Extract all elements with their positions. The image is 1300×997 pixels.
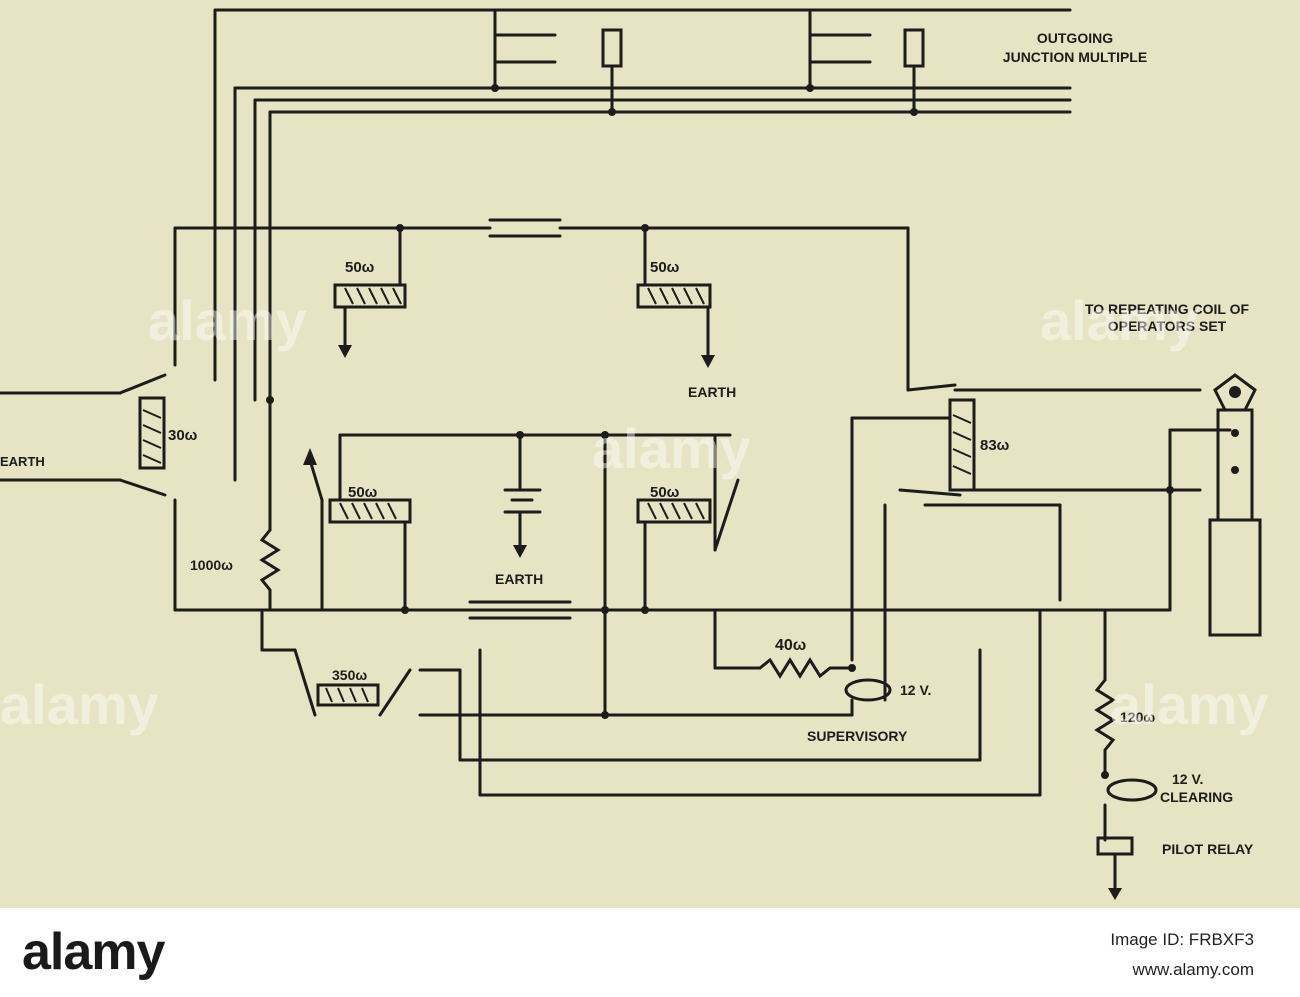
image-id-text: Image ID: FRBXF3	[1110, 930, 1254, 949]
site-url-text: www.alamy.com	[1132, 960, 1254, 979]
pilot-relay-label: PILOT RELAY	[1162, 841, 1254, 857]
repeating-coil-label-line2: OPERATORS SET	[1108, 318, 1227, 334]
resistance-350: 350ω	[332, 667, 367, 683]
resistance-30: 30ω	[168, 427, 198, 444]
outgoing-label-line2: JUNCTION MULTIPLE	[1003, 49, 1147, 65]
watermark-4: alamy	[0, 673, 159, 736]
earth-label-left: EARTH	[0, 454, 45, 469]
outgoing-label-line1: OUTGOING	[1037, 30, 1113, 46]
resistance-40: 40ω	[775, 637, 806, 654]
repeating-coil-label-line1: TO REPEATING COIL OF	[1085, 301, 1250, 317]
resistance-1000: 1000ω	[190, 557, 233, 573]
earth-label-mid: EARTH	[688, 384, 736, 400]
clearing-voltage-label: 12 V.	[1172, 771, 1203, 787]
watermark-1: alamy	[148, 289, 307, 352]
resistance-83: 83ω	[980, 437, 1010, 454]
clearing-label: CLEARING	[1160, 789, 1233, 805]
resistance-50-a: 50ω	[345, 259, 375, 276]
watermark-2: alamy	[592, 417, 751, 480]
supervisory-voltage-label: 12 V.	[900, 682, 931, 698]
resistance-120: 120ω	[1120, 709, 1155, 725]
footer-bar: alamy Image ID: FRBXF3 www.alamy.com	[0, 908, 1300, 997]
supervisory-label: SUPERVISORY	[807, 728, 908, 744]
earth-label-battery: EARTH	[495, 571, 543, 587]
watermark-5: alamy	[1110, 673, 1269, 736]
alamy-logo: alamy	[22, 923, 165, 981]
resistance-50-b: 50ω	[650, 259, 680, 276]
circuit-diagram-area: OUTGOING JUNCTION MULTIPLE TO REPEATING …	[0, 0, 1300, 908]
watermark-3: alamy	[1040, 289, 1199, 352]
circuit-schematic: OUTGOING JUNCTION MULTIPLE TO REPEATING …	[0, 8, 1269, 900]
resistance-50-d: 50ω	[650, 484, 680, 501]
resistance-50-c: 50ω	[348, 484, 378, 501]
